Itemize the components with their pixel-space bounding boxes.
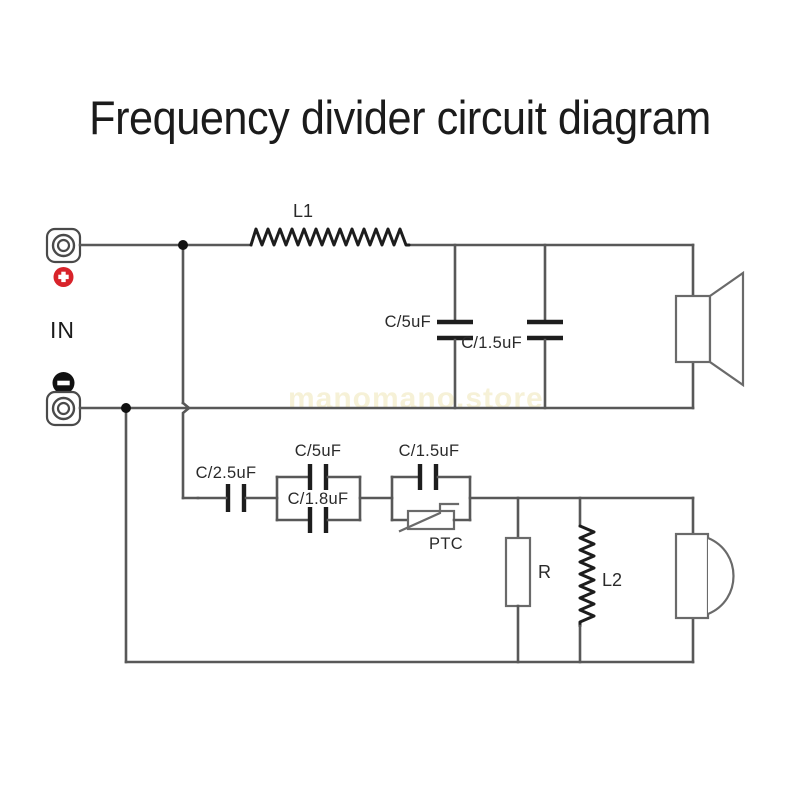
inductor-l2	[578, 496, 596, 664]
positive-terminal-inner-ring	[56, 238, 71, 253]
positive-input-terminal[interactable]	[45, 227, 82, 264]
input-label: IN	[50, 317, 75, 343]
minus-icon	[57, 380, 70, 386]
resistor-r-label: R	[538, 562, 551, 582]
woofer-cone	[707, 536, 735, 616]
capacitor-network-one-bottom-label: C/1.8uF	[288, 490, 349, 508]
inductor-l1-label: L1	[293, 201, 313, 221]
ptc-slope-icon	[398, 502, 460, 533]
negative-terminal-inner-ring	[56, 401, 71, 416]
ptc-body	[406, 509, 456, 531]
woofer-body	[674, 532, 710, 620]
positive-terminal-outer-ring	[51, 233, 76, 258]
capacitor-top-right-label: C/1.5uF	[461, 334, 522, 352]
inductor-l1-coil	[249, 227, 411, 247]
watermark-text: manomano.store	[288, 382, 544, 415]
positive-polarity-badge	[53, 267, 74, 287]
junction-dot-negative-rail	[121, 403, 131, 413]
capacitor-network-one-top-label: C/5uF	[295, 442, 341, 460]
loudspeaker-woofer	[674, 532, 735, 620]
inductor-l1	[249, 227, 411, 247]
negative-input-terminal[interactable]	[45, 390, 82, 427]
capacitor-network-two-label: C/1.5uF	[399, 442, 460, 460]
capacitor-series	[196, 484, 279, 512]
inductor-l2-label: L2	[602, 570, 622, 590]
capacitor-series-label: C/2.5uF	[196, 464, 257, 482]
resistor-r-body	[504, 536, 532, 608]
trunk-crossover-jog	[181, 401, 192, 500]
tweeter-body	[674, 294, 712, 364]
page-title: Frequency divider circuit diagram	[89, 91, 711, 144]
inductor-l2-coil	[578, 524, 596, 628]
negative-terminal-outer-ring	[51, 396, 76, 421]
capacitor-top-left	[437, 243, 473, 410]
negative-polarity-badge	[52, 372, 75, 394]
parallel-network-two	[390, 464, 472, 533]
resistor-r	[504, 496, 532, 664]
capacitor-top-left-label: C/5uF	[385, 313, 431, 331]
junction-dot-positive-rail	[178, 240, 188, 250]
plus-icon-vertical	[61, 271, 66, 283]
capacitor-top-right	[527, 243, 563, 410]
loudspeaker-tweeter	[674, 270, 745, 388]
parallel-network-one	[275, 464, 362, 533]
tweeter-horn	[708, 270, 745, 388]
ptc-label: PTC	[429, 535, 463, 553]
